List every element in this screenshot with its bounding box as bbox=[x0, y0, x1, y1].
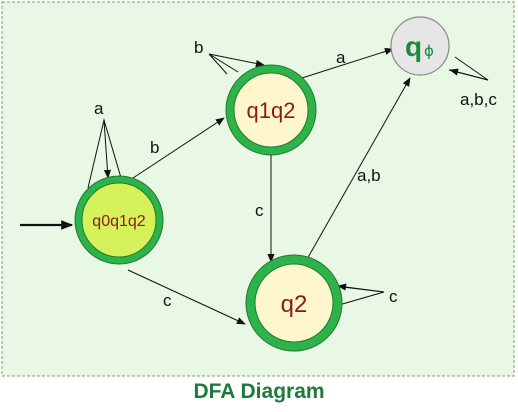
edge-q1q2-to-qphi bbox=[301, 48, 394, 79]
label-edge-q1q2-to-q2: c bbox=[255, 201, 264, 220]
state-q0q1q2: q0q1q2 bbox=[74, 175, 164, 265]
edge-q0q1q2-to-q2 bbox=[127, 269, 246, 325]
state-q1q2: q1q2 bbox=[225, 64, 317, 156]
loop-q0q1q2-head bbox=[103, 119, 112, 179]
label-edge-q0q1q2-to-q2: c bbox=[163, 291, 172, 310]
state-label-q1q2: q1q2 bbox=[247, 98, 296, 123]
state-qphi: q ϕ bbox=[390, 16, 450, 76]
state-label-qphi: q bbox=[405, 31, 422, 62]
label-loop-q1q2: b bbox=[194, 38, 203, 57]
loop-q2-head bbox=[337, 283, 385, 293]
label-edge-q0q1q2-to-q1q2: b bbox=[150, 138, 159, 157]
label-edge-q1q2-to-qphi: a bbox=[336, 48, 346, 67]
state-label-q2: q2 bbox=[281, 291, 308, 318]
label-loop-q2: c bbox=[389, 287, 398, 306]
edge-q2-to-qphi bbox=[301, 77, 411, 269]
label-edge-q2-to-qphi: a,b bbox=[357, 166, 381, 185]
loop-qphi-head bbox=[449, 68, 489, 81]
label-loop-qphi: a,b,c bbox=[460, 90, 497, 109]
state-subscript-qphi: ϕ bbox=[424, 42, 434, 60]
loop-q1q2-head bbox=[208, 53, 265, 67]
state-label-q0q1q2: q0q1q2 bbox=[92, 213, 145, 230]
diagram-caption: DFA Diagram bbox=[193, 380, 325, 403]
edge-q0q1q2-to-q1q2 bbox=[129, 117, 225, 181]
label-loop-q0q1q2: a bbox=[94, 99, 104, 118]
state-q2: q2 bbox=[245, 254, 343, 352]
